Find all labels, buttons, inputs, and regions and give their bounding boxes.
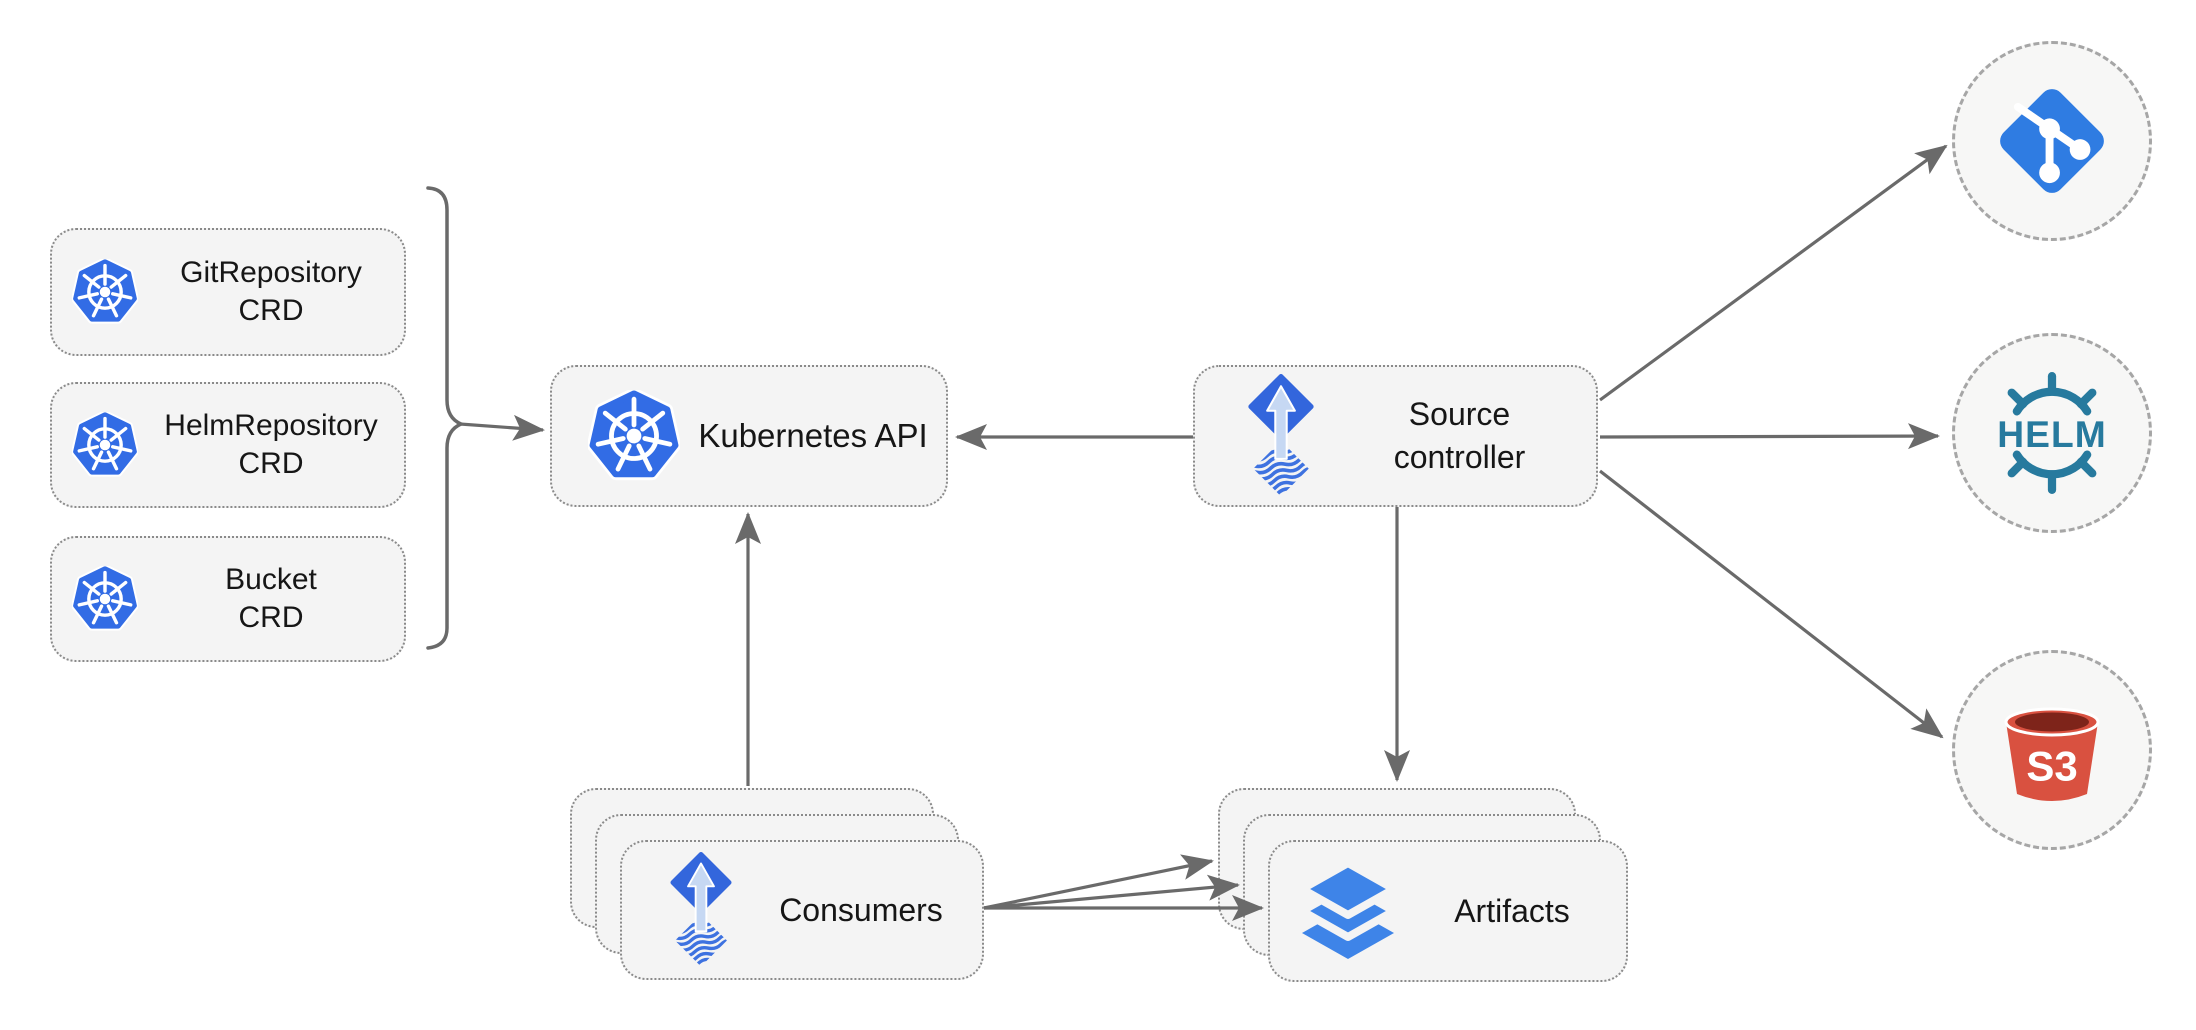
- node-consumers: Consumers: [620, 840, 984, 980]
- kubernetes-icon: [588, 390, 680, 482]
- node-source-controller: Source controller: [1193, 365, 1598, 507]
- flux-icon: [662, 852, 740, 968]
- edge-source-controller-to-s3: [1599, 469, 1944, 739]
- helm-wordmark: HELM: [1997, 413, 2107, 455]
- flux-icon: [1239, 374, 1323, 498]
- node-label: Bucket CRD: [225, 563, 317, 634]
- helm-icon: HELM: [1997, 372, 2107, 494]
- edge-source-controller-to-helm: [1599, 423, 1940, 450]
- node-label: Source controller: [1393, 396, 1526, 475]
- node-label: Artifacts: [1454, 892, 1570, 929]
- kubernetes-icon: [72, 259, 138, 325]
- s3-bucket-icon: S3: [2004, 707, 2100, 801]
- edge-source-controller-to-git: [1599, 144, 1948, 402]
- node-label: HelmRepository CRD: [164, 409, 378, 480]
- node-helmrepository-crd: HelmRepository CRD: [50, 382, 406, 508]
- node-bucket-crd: Bucket CRD: [50, 536, 406, 662]
- edge-bracket-to-kubernetes-api: [459, 414, 545, 441]
- edge-consumers-to-artifacts-1: [983, 854, 1214, 910]
- git-icon: [2000, 89, 2104, 193]
- crd-group-bracket: [426, 186, 466, 650]
- node-s3-remote: S3: [1952, 650, 2152, 850]
- kubernetes-icon: [72, 566, 138, 632]
- layers-icon: [1298, 861, 1398, 961]
- node-artifacts: Artifacts: [1268, 840, 1628, 982]
- edge-consumers-to-artifacts-2: [983, 874, 1240, 910]
- node-label: Kubernetes API: [698, 417, 928, 454]
- node-gitrepository-crd: GitRepository CRD: [50, 228, 406, 356]
- node-label: Consumers: [779, 891, 943, 928]
- node-kubernetes-api: Kubernetes API: [550, 365, 948, 507]
- node-git-remote: [1952, 41, 2152, 241]
- node-helm-remote: HELM: [1952, 333, 2152, 533]
- node-label: GitRepository CRD: [180, 256, 362, 327]
- kubernetes-icon: [72, 412, 138, 478]
- s3-wordmark: S3: [2026, 743, 2077, 790]
